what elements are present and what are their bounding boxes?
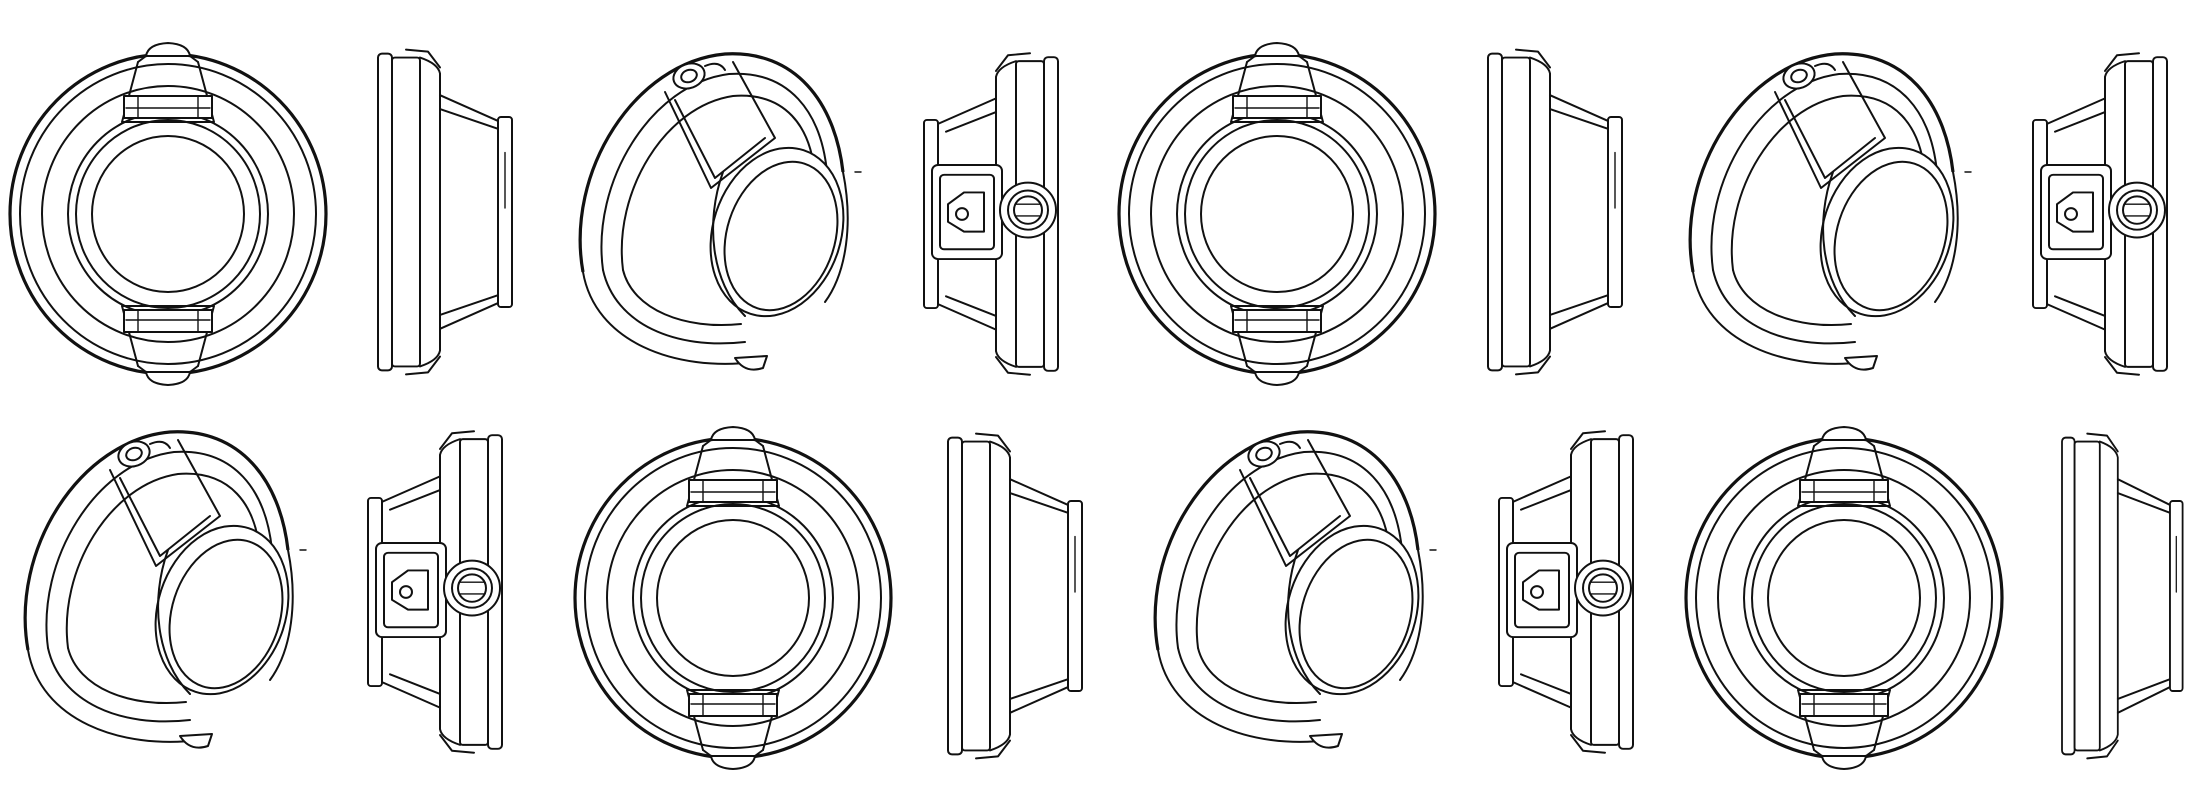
perspective-view: [1688, 52, 1977, 372]
front-view: [573, 425, 893, 771]
side-view: [2061, 432, 2184, 760]
rear-side-view: [923, 52, 1059, 376]
front-view: [1117, 41, 1437, 387]
side-view: [947, 432, 1083, 760]
perspective-view: [1153, 430, 1442, 750]
perspective-view: [578, 52, 867, 372]
perspective-view: [23, 430, 312, 750]
top-row: [8, 41, 2168, 387]
front-view: [8, 41, 328, 387]
rear-side-view: [2032, 52, 2168, 376]
bottom-row: [23, 425, 2184, 771]
front-view: [1684, 425, 2004, 771]
side-view: [377, 48, 513, 376]
rear-side-view: [1498, 430, 1634, 754]
side-view: [1487, 48, 1623, 376]
rear-side-view: [367, 430, 503, 754]
